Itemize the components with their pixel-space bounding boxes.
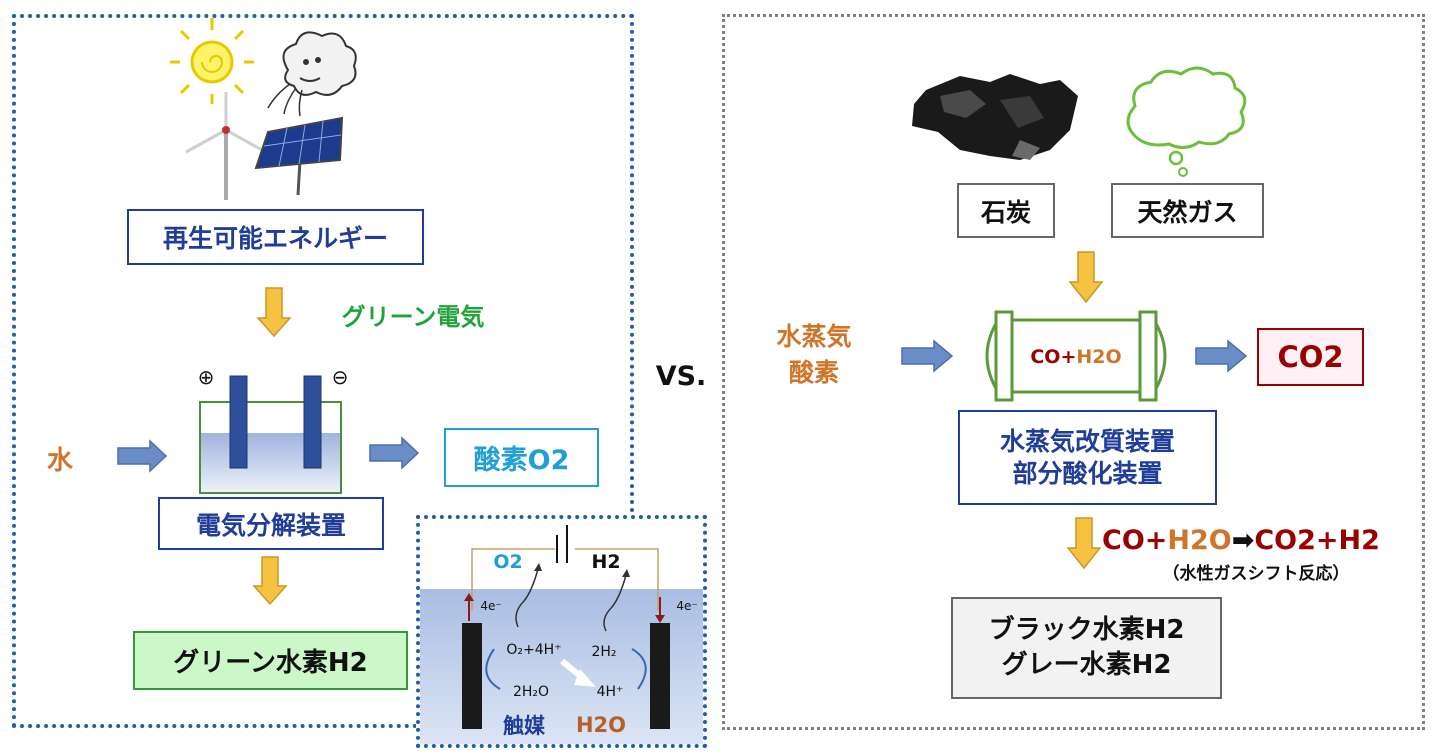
shift-co2: CO2	[1254, 524, 1316, 556]
reformer-line-2: 部分酸化装置	[1012, 458, 1163, 488]
down-arrow-4	[1066, 517, 1102, 570]
protons-label: 4H⁺	[596, 684, 624, 700]
co2-output-label: CO2	[1257, 328, 1364, 386]
anode-plus-icon: ⊕	[197, 365, 215, 389]
shift-arrow-icon: ➡	[1231, 524, 1255, 556]
versus-label: VS.	[655, 360, 707, 392]
cell-water-label: H2O	[575, 713, 627, 737]
cathode-product-label: 2H₂	[591, 644, 617, 660]
steam-label: 水蒸気	[776, 322, 852, 351]
electrolyzer-label: 電気分解装置	[158, 497, 384, 550]
electrons-right-label: 4e⁻	[676, 599, 698, 613]
coal-label: 石炭	[957, 183, 1055, 238]
reactor-co: CO+	[1030, 346, 1077, 368]
black-grey-hydrogen-label: ブラック水素H2 グレー水素H2	[951, 597, 1222, 699]
electrolysis-cell-detail: O2 H2 4e⁻ 4e⁻ O₂+4H⁺ 2H₂ 2H₂O 4H⁺ 触媒 H2O	[416, 515, 707, 748]
cathode-minus-icon: ⊖	[331, 365, 349, 389]
green-hydrogen-label: グリーン水素H2	[133, 631, 408, 690]
green-hydrogen-panel	[12, 14, 634, 728]
oxygen-output-label: 酸素O2	[444, 428, 599, 487]
anode-reaction-label: O₂+4H⁺	[506, 642, 562, 658]
natural-gas-label: 天然ガス	[1111, 183, 1264, 238]
cell-h2-label: H2	[591, 551, 621, 573]
coal-icon	[912, 74, 1078, 160]
reactor-vessel	[985, 310, 1167, 402]
shift-h2o: H2O	[1167, 524, 1232, 556]
sun-icon	[170, 18, 254, 104]
water-input-arrow	[117, 439, 168, 473]
down-arrow-1	[256, 287, 292, 338]
oxygen-feed-label: 酸素	[788, 358, 839, 387]
cell-o2-label: O2	[493, 551, 523, 573]
gas-cloud-icon	[1126, 66, 1247, 177]
down-arrow-3	[1068, 251, 1104, 304]
reactor-h2o: H2O	[1076, 346, 1122, 368]
co2-output-arrow	[1195, 339, 1248, 373]
anode-water-label: 2H₂O	[512, 684, 550, 700]
catalyst-label: 触媒	[503, 714, 545, 738]
wind-turbine-icon	[185, 92, 263, 200]
oxygen-output-arrow	[369, 436, 420, 470]
electrons-left-label: 4e⁻	[480, 599, 502, 613]
renewable-energy-label: 再生可能エネルギー	[127, 209, 424, 265]
shift-h2: +H2	[1315, 524, 1380, 556]
reformer-line-1: 水蒸気改質装置	[999, 427, 1175, 457]
shift-reaction-equation: CO+H2O➡CO2+H2	[1102, 522, 1416, 558]
shift-co: CO+	[1102, 524, 1168, 556]
black-hydrogen-label: ブラック水素H2	[988, 614, 1185, 645]
fossil-hydrogen-panel	[722, 14, 1425, 730]
wind-cloud-icon	[267, 31, 357, 117]
down-arrow-2	[252, 556, 288, 606]
reactor-formula: CO+H2O	[1020, 343, 1132, 371]
water-input-label: 水	[46, 445, 73, 476]
green-power-label: グリーン電気	[341, 302, 485, 331]
shift-reaction-note: （水性ガスシフト反応）	[1162, 563, 1350, 584]
reformer-label: 水蒸気改質装置 部分酸化装置	[958, 410, 1217, 505]
cell-graphics	[420, 525, 703, 744]
grey-hydrogen-label: グレー水素H2	[1001, 650, 1172, 680]
steam-input-arrow	[901, 339, 954, 373]
solar-panel-icon	[254, 116, 344, 196]
electrolyzer-tank	[199, 375, 342, 494]
